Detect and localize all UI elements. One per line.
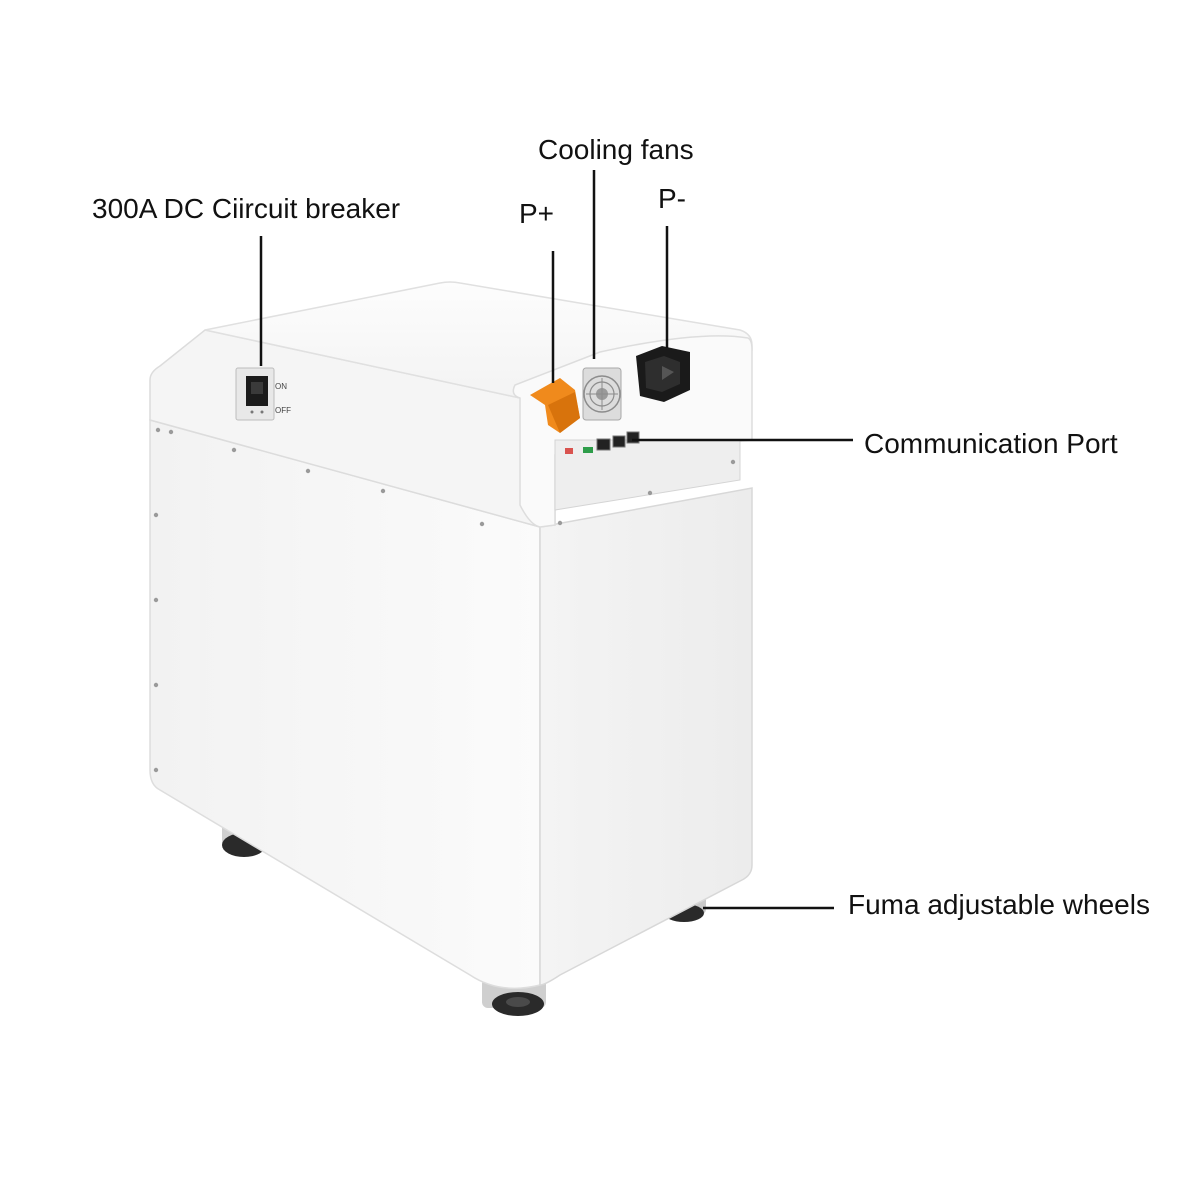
- cabinet-lower-side: [149, 419, 541, 990]
- switch-off-label: OFF: [275, 406, 291, 415]
- status-indicators: [565, 447, 593, 454]
- wheels-callout-label: Fuma adjustable wheels: [848, 889, 1150, 920]
- negative-terminal-callout-label: P-: [658, 183, 686, 214]
- cooling-fans-callout-label: Cooling fans: [538, 134, 694, 165]
- cooling-fan: [582, 367, 622, 421]
- dc-circuit-breaker[interactable]: [235, 367, 275, 421]
- communication-ports[interactable]: [596, 431, 640, 451]
- positive-terminal[interactable]: [530, 378, 580, 433]
- switch-on-label: ON: [275, 382, 287, 391]
- breaker-callout-label: 300A DC Ciircuit breaker: [92, 193, 401, 224]
- cabinet-lower-front: [539, 487, 753, 986]
- communication-port-callout-label: Communication Port: [864, 428, 1118, 459]
- cabinet-front-panel: [512, 335, 753, 528]
- positive-terminal-callout-label: P+: [519, 198, 555, 229]
- panel-screws: [153, 427, 736, 773]
- front-left-wheel: [482, 978, 546, 1016]
- leader-lines: [259, 170, 853, 910]
- negative-terminal[interactable]: [636, 346, 690, 402]
